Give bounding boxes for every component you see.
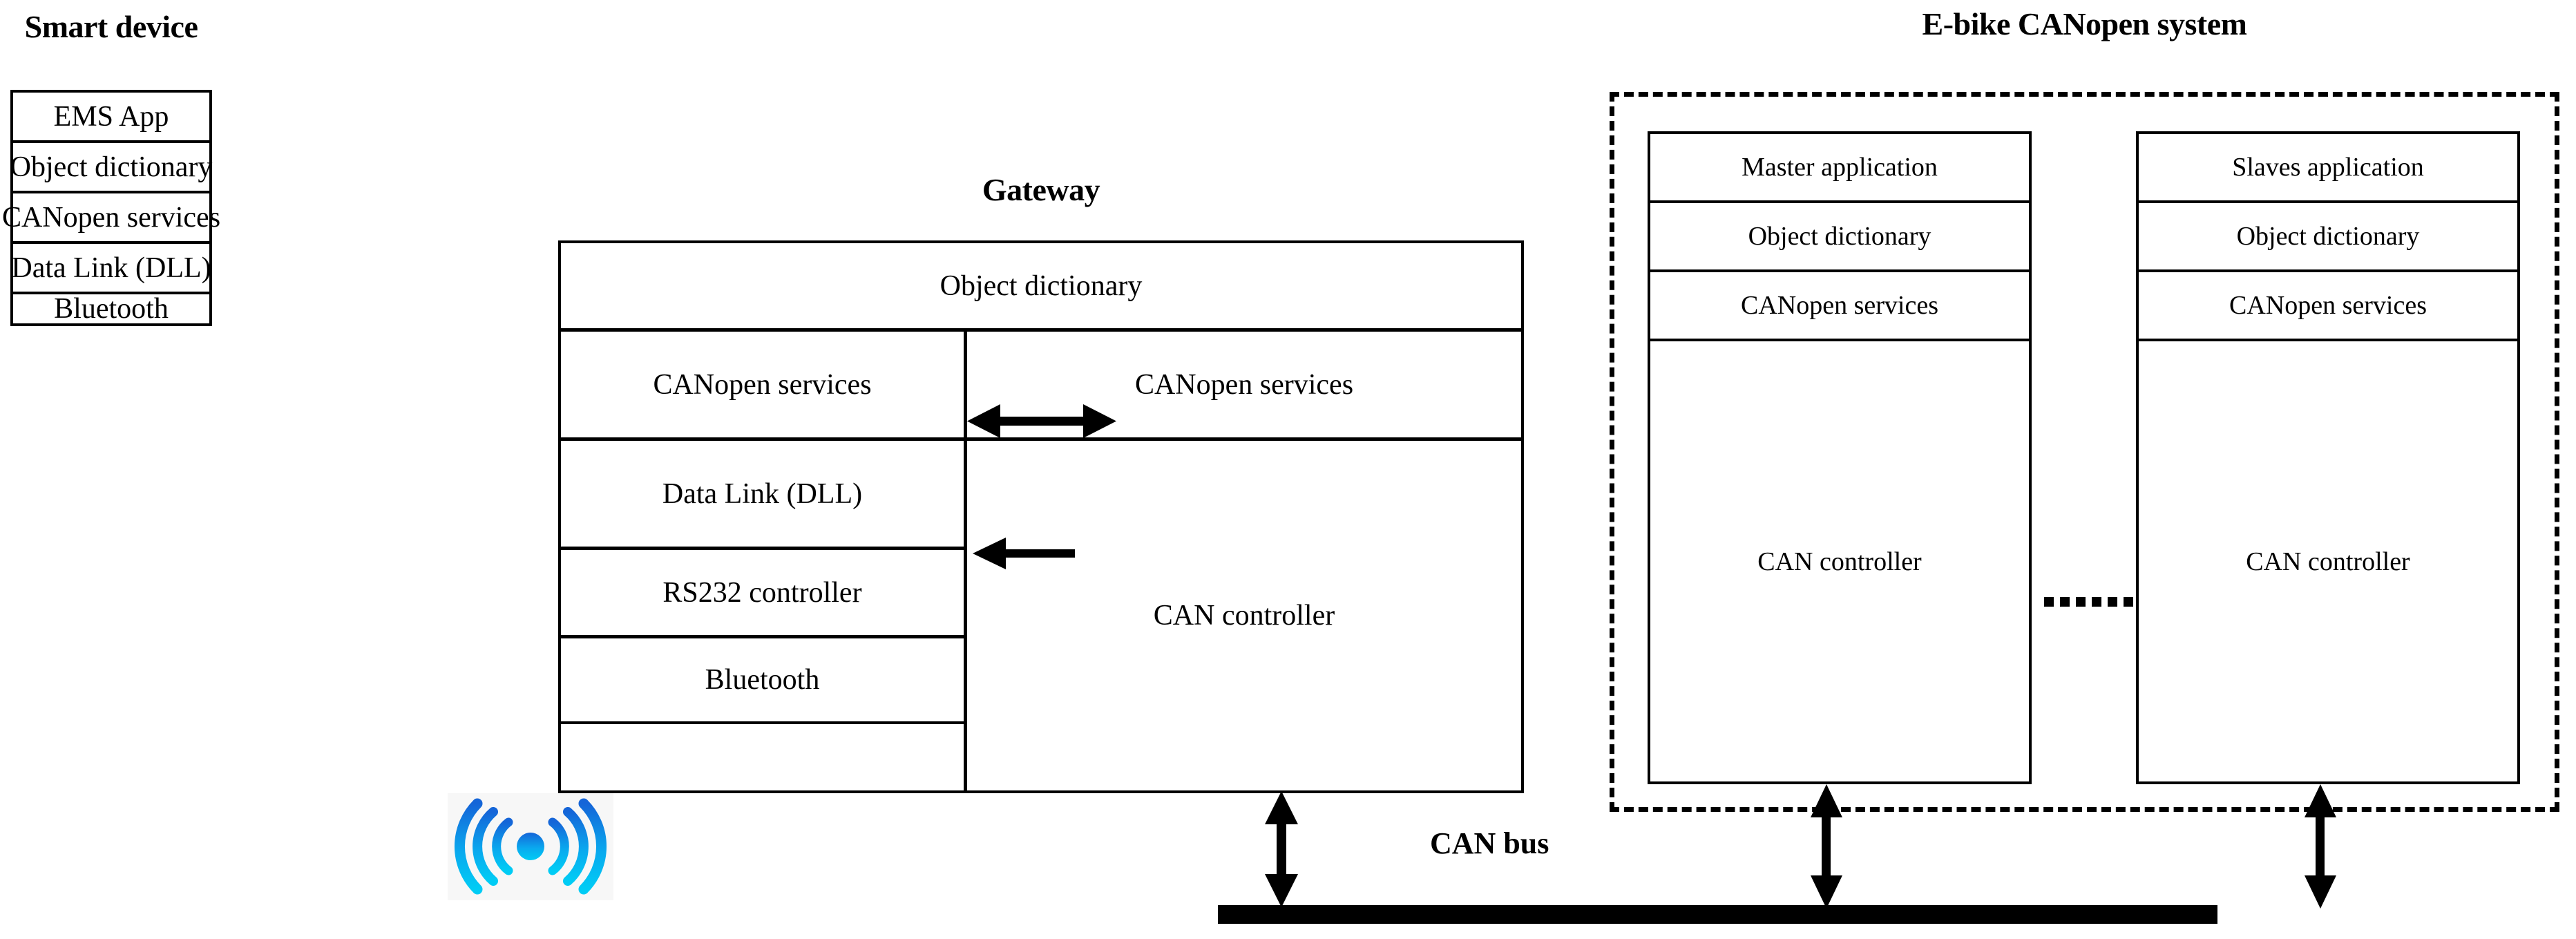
smart-device-layer-canopen-services[interactable]: CANopen services xyxy=(2,193,220,244)
smart-device-layer-ems-app[interactable]: EMS App xyxy=(13,93,209,143)
smart-device-stack: EMS App Object dictionary CANopen servic… xyxy=(2,90,220,326)
node-continuation-dots xyxy=(2044,597,2133,607)
slave-node-layer-can-controller[interactable]: CAN controller xyxy=(2139,341,2517,781)
ebike-system-title: E-bike CANopen system xyxy=(1922,6,2247,41)
smart-device-title: Smart device xyxy=(24,9,198,44)
can-bus-bar xyxy=(1218,905,2217,924)
gateway-stack: Object dictionary CANopen services Data … xyxy=(558,240,1524,793)
slave-node-layer-canopen-services[interactable]: CANopen services xyxy=(2139,272,2517,341)
layer-label: Object dictionary xyxy=(2236,222,2420,251)
gateway-left-layer-canopen-services[interactable]: CANopen services xyxy=(561,332,964,441)
layer-label: Master application xyxy=(1742,153,1938,182)
master-node-layer-object-dictionary[interactable]: Object dictionary xyxy=(1650,203,2029,272)
gateway-left-layer-data-link[interactable]: Data Link (DLL) xyxy=(561,441,964,550)
layer-label: EMS App xyxy=(53,100,169,133)
master-node-layer-can-controller[interactable]: CAN controller xyxy=(1650,341,2029,781)
gateway-left-layer-rs232-controller[interactable]: RS232 controller xyxy=(561,550,964,638)
master-can-bus-arrow xyxy=(1806,784,1847,909)
layer-label: Bluetooth xyxy=(54,293,169,325)
slave-node-layer-application[interactable]: Slaves application xyxy=(2139,134,2517,203)
smart-device-layer-data-link[interactable]: Data Link (DLL) xyxy=(11,244,211,294)
ebike-system-boundary xyxy=(1610,92,2559,812)
layer-label: Object dictionary xyxy=(939,269,1143,302)
layer-label: CANopen services xyxy=(653,368,872,401)
layer-label: CANopen services xyxy=(2229,291,2427,320)
gateway-title: Gateway xyxy=(982,172,1100,207)
gateway-right-layer-can-controller[interactable]: CAN controller xyxy=(967,441,1521,790)
layer-label: CANopen services xyxy=(1741,291,1938,320)
master-node-layer-application[interactable]: Master application xyxy=(1650,134,2029,203)
gateway-dll-left-arrow xyxy=(973,535,1075,571)
slave-can-bus-arrow xyxy=(2300,784,2340,909)
layer-label: Data Link (DLL) xyxy=(11,252,211,284)
gateway-left-column: CANopen services Data Link (DLL) RS232 c… xyxy=(561,332,967,790)
layer-label: CANopen services xyxy=(1134,368,1354,401)
master-node-stack: Master application Object dictionary CAN… xyxy=(1648,131,2032,784)
gateway-canopen-bidirectional-arrow xyxy=(967,401,1116,441)
layer-label: Slaves application xyxy=(2232,153,2424,182)
smart-device-layer-object-dictionary[interactable]: Object dictionary xyxy=(10,143,212,193)
gateway-layer-object-dictionary[interactable]: Object dictionary xyxy=(561,243,1521,332)
slave-node-stack: Slaves application Object dictionary CAN… xyxy=(2136,131,2520,784)
smart-device-layer-bluetooth[interactable]: Bluetooth xyxy=(13,294,209,323)
gateway-right-column: CANopen services CAN controller xyxy=(967,332,1521,790)
layer-label: Object dictionary xyxy=(1748,222,1931,251)
master-node-layer-canopen-services[interactable]: CANopen services xyxy=(1650,272,2029,341)
layer-label: CAN controller xyxy=(1757,547,1922,576)
slave-node-layer-object-dictionary[interactable]: Object dictionary xyxy=(2139,203,2517,272)
can-bus-label: CAN bus xyxy=(1430,826,1549,860)
gateway-left-layer-bluetooth[interactable]: Bluetooth xyxy=(561,638,964,724)
layer-label: CAN controller xyxy=(1153,600,1335,632)
layer-label: Bluetooth xyxy=(705,664,820,696)
layer-label: Object dictionary xyxy=(10,151,213,183)
layer-label: CAN controller xyxy=(2246,547,2410,576)
layer-label: RS232 controller xyxy=(662,576,862,609)
layer-label: Data Link (DLL) xyxy=(662,477,863,510)
wireless-signal-icon xyxy=(448,793,613,900)
gateway-can-bus-arrow xyxy=(1260,791,1303,907)
layer-label: CANopen services xyxy=(1,201,221,234)
